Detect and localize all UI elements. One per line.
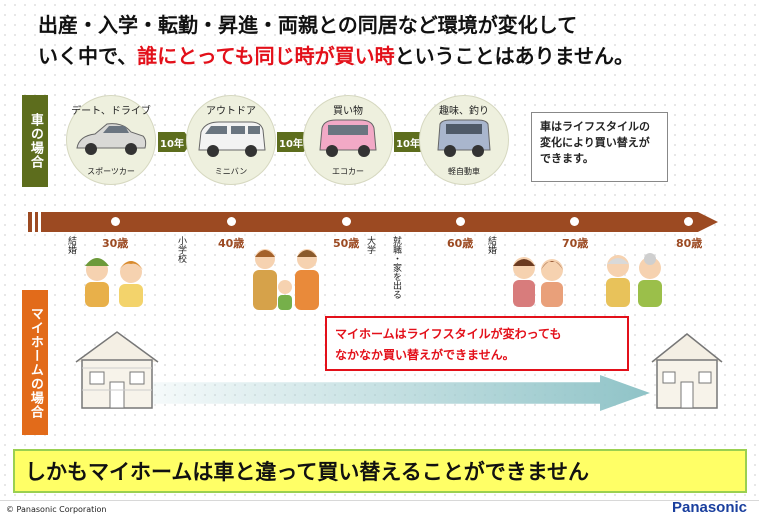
car-stage-3-purpose: 買い物 [333,106,363,117]
family-with-children-illustration [253,249,319,310]
car-stage-4-purpose: 趣味、釣り [439,106,489,117]
age-label-70: 70歳 [562,237,589,250]
timeline-tick [570,217,579,226]
timeline-tick [342,217,351,226]
age-label-60: 60歳 [447,237,474,250]
car-stage-3: 買い物 エコカー [303,95,393,185]
timeline-tick [456,217,465,226]
event-employment: 就職・家を出る [391,236,401,299]
timeline-stripe-2 [38,212,41,232]
timeline-stripe-1 [32,212,35,232]
event-university: 大学 [365,236,375,254]
title-highlight: 誰にとっても同じ時が買い時 [137,44,395,68]
car-note-box: 車はライフスタイルの変化により買い替えができます。 [531,112,668,182]
interval-arrow-1: 10年 [158,132,192,152]
event-child-marriage: 結婚 [486,236,496,254]
copyright-text: © Panasonic Corporation [6,505,107,514]
car-stage-3-type: エコカー [332,167,364,176]
conclusion-banner: しかもマイホームは車と違って買い替えることができません [13,449,747,493]
age-label-40: 40歳 [218,237,245,250]
car-stage-2-purpose: アウトドア [206,106,256,117]
dot-grid-background [0,0,759,500]
timeline-tick [227,217,236,226]
car-stage-2: アウトドア ミニバン [186,95,276,185]
age-label-80: 80歳 [676,237,703,250]
timeline-bar [48,212,718,232]
timeline-tick [684,217,693,226]
title-line-2: いく中で、誰にとっても同じ時が買い時ということはありません。 [38,41,634,72]
event-marriage: 結婚 [66,236,76,254]
sports-car-icon [76,123,147,155]
car-stage-1-purpose: デート、ドライブ [71,106,151,117]
home-callout-box: マイホームはライフスタイルが変わっても なかなか買い替えができません。 [325,316,629,371]
middle-aged-couple-illustration [513,257,563,307]
kei-car-icon [437,119,491,157]
home-callout-line-2: なかなか買い替えができません。 [335,348,515,362]
age-label-30: 30歳 [102,237,129,250]
page-title: 出産・入学・転勤・昇進・両親との同居など環境が変化して いく中で、誰にとっても同… [38,10,634,72]
young-couple-illustration [85,258,143,307]
car-section-label: 車の場合 [22,95,48,187]
minivan-icon [198,121,266,157]
house-icon [75,331,159,409]
car-stage-4-type: 軽自動車 [448,167,480,176]
timeline-tick [111,217,120,226]
car-stage-4: 趣味、釣り 軽自動車 [419,95,509,185]
interval-arrow-2: 10年 [277,132,311,152]
title-line-2-pre: いく中で、 [38,44,138,68]
footer-bar [0,500,759,521]
age-label-50: 50歳 [333,237,360,250]
home-callout-line-1: マイホームはライフスタイルが変わっても [335,327,562,341]
brand-logo: Panasonic [671,499,747,516]
elderly-couple-illustration [606,253,662,307]
car-stage-1-type: スポーツカー [87,167,135,176]
eco-car-icon [319,119,377,157]
title-line-2-post: ということはありません。 [394,44,635,68]
event-elementary-school: 小学校 [176,236,186,263]
title-line-1: 出産・入学・転勤・昇進・両親との同居など環境が変化して [38,13,578,37]
home-section-label: マイホームの場合 [22,290,48,435]
house-icon [651,333,723,409]
car-stage-2-type: ミニバン [214,167,248,176]
car-stage-1: デート、ドライブ スポーツカー [66,95,156,185]
